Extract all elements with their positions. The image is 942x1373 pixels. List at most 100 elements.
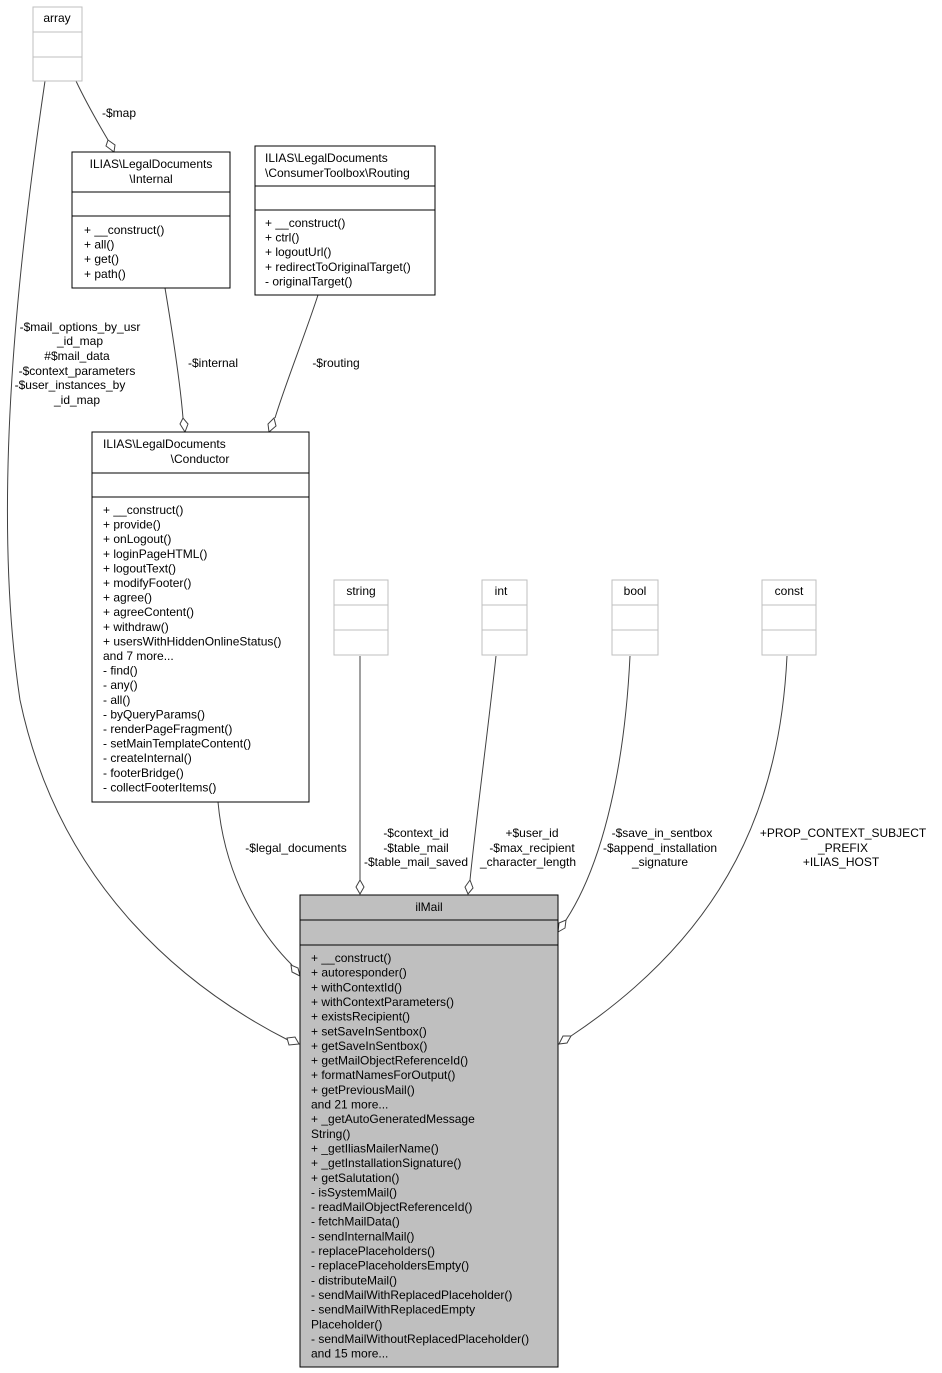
edge-routing-conductor bbox=[274, 294, 319, 419]
class-member: + getPreviousMail() bbox=[311, 1083, 415, 1097]
class-title: int bbox=[495, 584, 508, 598]
class-title: ilMail bbox=[415, 900, 442, 914]
diamond-ilmail-const bbox=[558, 1035, 572, 1045]
diamond-ilmail-conductor bbox=[290, 964, 301, 977]
class-member: - replacePlaceholders() bbox=[311, 1244, 435, 1258]
class-member: + provide() bbox=[103, 518, 161, 532]
class-title: string bbox=[346, 584, 375, 598]
class-member: - readMailObjectReferenceId() bbox=[311, 1200, 472, 1214]
class-string: string bbox=[333, 579, 389, 656]
class-conductor: ILIAS\LegalDocuments \Conductor + __cons… bbox=[91, 431, 310, 803]
label-const-ilmail: +PROP_CONTEXT_SUBJECT bbox=[760, 826, 927, 840]
class-member: and 7 more... bbox=[103, 649, 174, 663]
class-member: - sendMailWithReplacedEmpty bbox=[311, 1303, 475, 1317]
label-array-ilmail: _id_map bbox=[56, 334, 103, 348]
class-member: - sendMailWithoutReplacedPlaceholder() bbox=[311, 1332, 529, 1346]
class-member: + existsRecipient() bbox=[311, 1010, 410, 1024]
class-member: + getSaveInSentbox() bbox=[311, 1039, 427, 1053]
label-string-ilmail: -$table_mail_saved bbox=[364, 855, 468, 869]
class-member: + all() bbox=[84, 238, 114, 252]
class-member: - distributeMail() bbox=[311, 1273, 397, 1287]
class-member: + getMailObjectReferenceId() bbox=[311, 1054, 468, 1068]
class-title: \Conductor bbox=[171, 452, 230, 466]
class-member: - createInternal() bbox=[103, 751, 192, 765]
label-routing: -$routing bbox=[312, 356, 359, 370]
label-map: -$map bbox=[102, 106, 136, 120]
member-list: + __construct()+ provide()+ onLogout()+ … bbox=[103, 503, 281, 794]
class-const: const bbox=[761, 579, 817, 656]
class-title: ILIAS\LegalDocuments bbox=[265, 151, 388, 165]
label-string-ilmail: -$table_mail bbox=[383, 841, 448, 855]
edge-labels: -$map -$mail_options_by_usr _id_map #$ma… bbox=[15, 106, 927, 869]
class-member: + agree() bbox=[103, 591, 152, 605]
class-member: + setSaveInSentbox() bbox=[311, 1024, 427, 1038]
diamond-ilmail-int bbox=[464, 878, 474, 895]
edge-const-ilmail bbox=[570, 655, 788, 1037]
class-internal: ILIAS\LegalDocuments \Internal + __const… bbox=[71, 151, 231, 289]
class-member: - find() bbox=[103, 664, 138, 678]
label-bool-ilmail: -$save_in_sentbox bbox=[612, 826, 713, 840]
class-member: - sendInternalMail() bbox=[311, 1229, 414, 1243]
class-member: + withdraw() bbox=[103, 620, 169, 634]
edge-internal-conductor bbox=[164, 287, 184, 419]
diamond-conductor-internal bbox=[179, 417, 189, 434]
class-member: - setMainTemplateContent() bbox=[103, 737, 251, 751]
label-array-ilmail: #$mail_data bbox=[44, 349, 110, 363]
class-member: + getSalutation() bbox=[311, 1171, 399, 1185]
class-member: + autoresponder() bbox=[311, 966, 407, 980]
edge-int-ilmail bbox=[469, 655, 497, 881]
class-member: + loginPageHTML() bbox=[103, 547, 207, 561]
class-member: + __construct() bbox=[103, 503, 183, 517]
class-title: const bbox=[775, 584, 804, 598]
edges bbox=[6, 80, 788, 1046]
class-member: - collectFooterItems() bbox=[103, 780, 216, 794]
class-member: + _getInstallationSignature() bbox=[311, 1156, 461, 1170]
class-member: String() bbox=[311, 1127, 350, 1141]
member-list: + __construct()+ autoresponder()+ withCo… bbox=[311, 951, 529, 1361]
class-member: - fetchMailData() bbox=[311, 1215, 400, 1229]
class-member: + redirectToOriginalTarget() bbox=[265, 260, 411, 274]
class-member: + modifyFooter() bbox=[103, 576, 191, 590]
class-member: + logoutUrl() bbox=[265, 245, 331, 259]
class-array: array bbox=[32, 6, 83, 82]
class-member: - footerBridge() bbox=[103, 766, 184, 780]
class-member: - isSystemMail() bbox=[311, 1185, 397, 1199]
class-member: + withContextParameters() bbox=[311, 995, 454, 1009]
label-bool-ilmail: _signature bbox=[631, 855, 688, 869]
edge-bool-ilmail bbox=[565, 655, 631, 921]
class-member: + __construct() bbox=[311, 951, 391, 965]
class-member: + ctrl() bbox=[265, 231, 299, 245]
class-ilmail: ilMail + __construct()+ autoresponder()+… bbox=[299, 894, 559, 1368]
class-title: \Internal bbox=[129, 172, 172, 186]
class-member: - originalTarget() bbox=[265, 274, 352, 288]
diamond-ilmail-string bbox=[355, 878, 365, 896]
class-member: - sendMailWithReplacedPlaceholder() bbox=[311, 1288, 512, 1302]
label-int-ilmail: +$user_id bbox=[505, 826, 558, 840]
class-int: int bbox=[481, 579, 528, 656]
label-internal: -$internal bbox=[188, 356, 238, 370]
class-member: and 21 more... bbox=[311, 1098, 388, 1112]
member-list: + __construct()+ ctrl()+ logoutUrl()+ re… bbox=[265, 216, 411, 288]
label-int-ilmail: -$max_recipient bbox=[489, 841, 575, 855]
class-member: + logoutText() bbox=[103, 561, 176, 575]
class-member: Placeholder() bbox=[311, 1317, 382, 1331]
label-const-ilmail: +ILIAS_HOST bbox=[803, 855, 880, 869]
class-title: ILIAS\LegalDocuments bbox=[90, 157, 213, 171]
class-title: ILIAS\LegalDocuments bbox=[103, 437, 226, 451]
class-member: + formatNamesForOutput() bbox=[311, 1068, 455, 1082]
class-routing: ILIAS\LegalDocuments \ConsumerToolbox\Ro… bbox=[254, 145, 436, 296]
diamond-conductor-routing bbox=[267, 417, 277, 433]
class-member: + usersWithHiddenOnlineStatus() bbox=[103, 634, 281, 648]
member-list: + __construct()+ all()+ get()+ path() bbox=[84, 223, 164, 281]
label-const-ilmail: _PREFIX bbox=[817, 841, 868, 855]
label-array-ilmail: -$user_instances_by bbox=[15, 378, 126, 392]
class-member: and 15 more... bbox=[311, 1347, 388, 1361]
class-member: + withContextId() bbox=[311, 980, 402, 994]
edge-array-internal bbox=[75, 80, 109, 141]
label-string-ilmail: -$context_id bbox=[383, 826, 448, 840]
label-array-ilmail: _id_map bbox=[53, 393, 100, 407]
class-member: + agreeContent() bbox=[103, 605, 194, 619]
class-member: - replacePlaceholdersEmpty() bbox=[311, 1259, 469, 1273]
label-legal-documents: -$legal_documents bbox=[245, 841, 346, 855]
